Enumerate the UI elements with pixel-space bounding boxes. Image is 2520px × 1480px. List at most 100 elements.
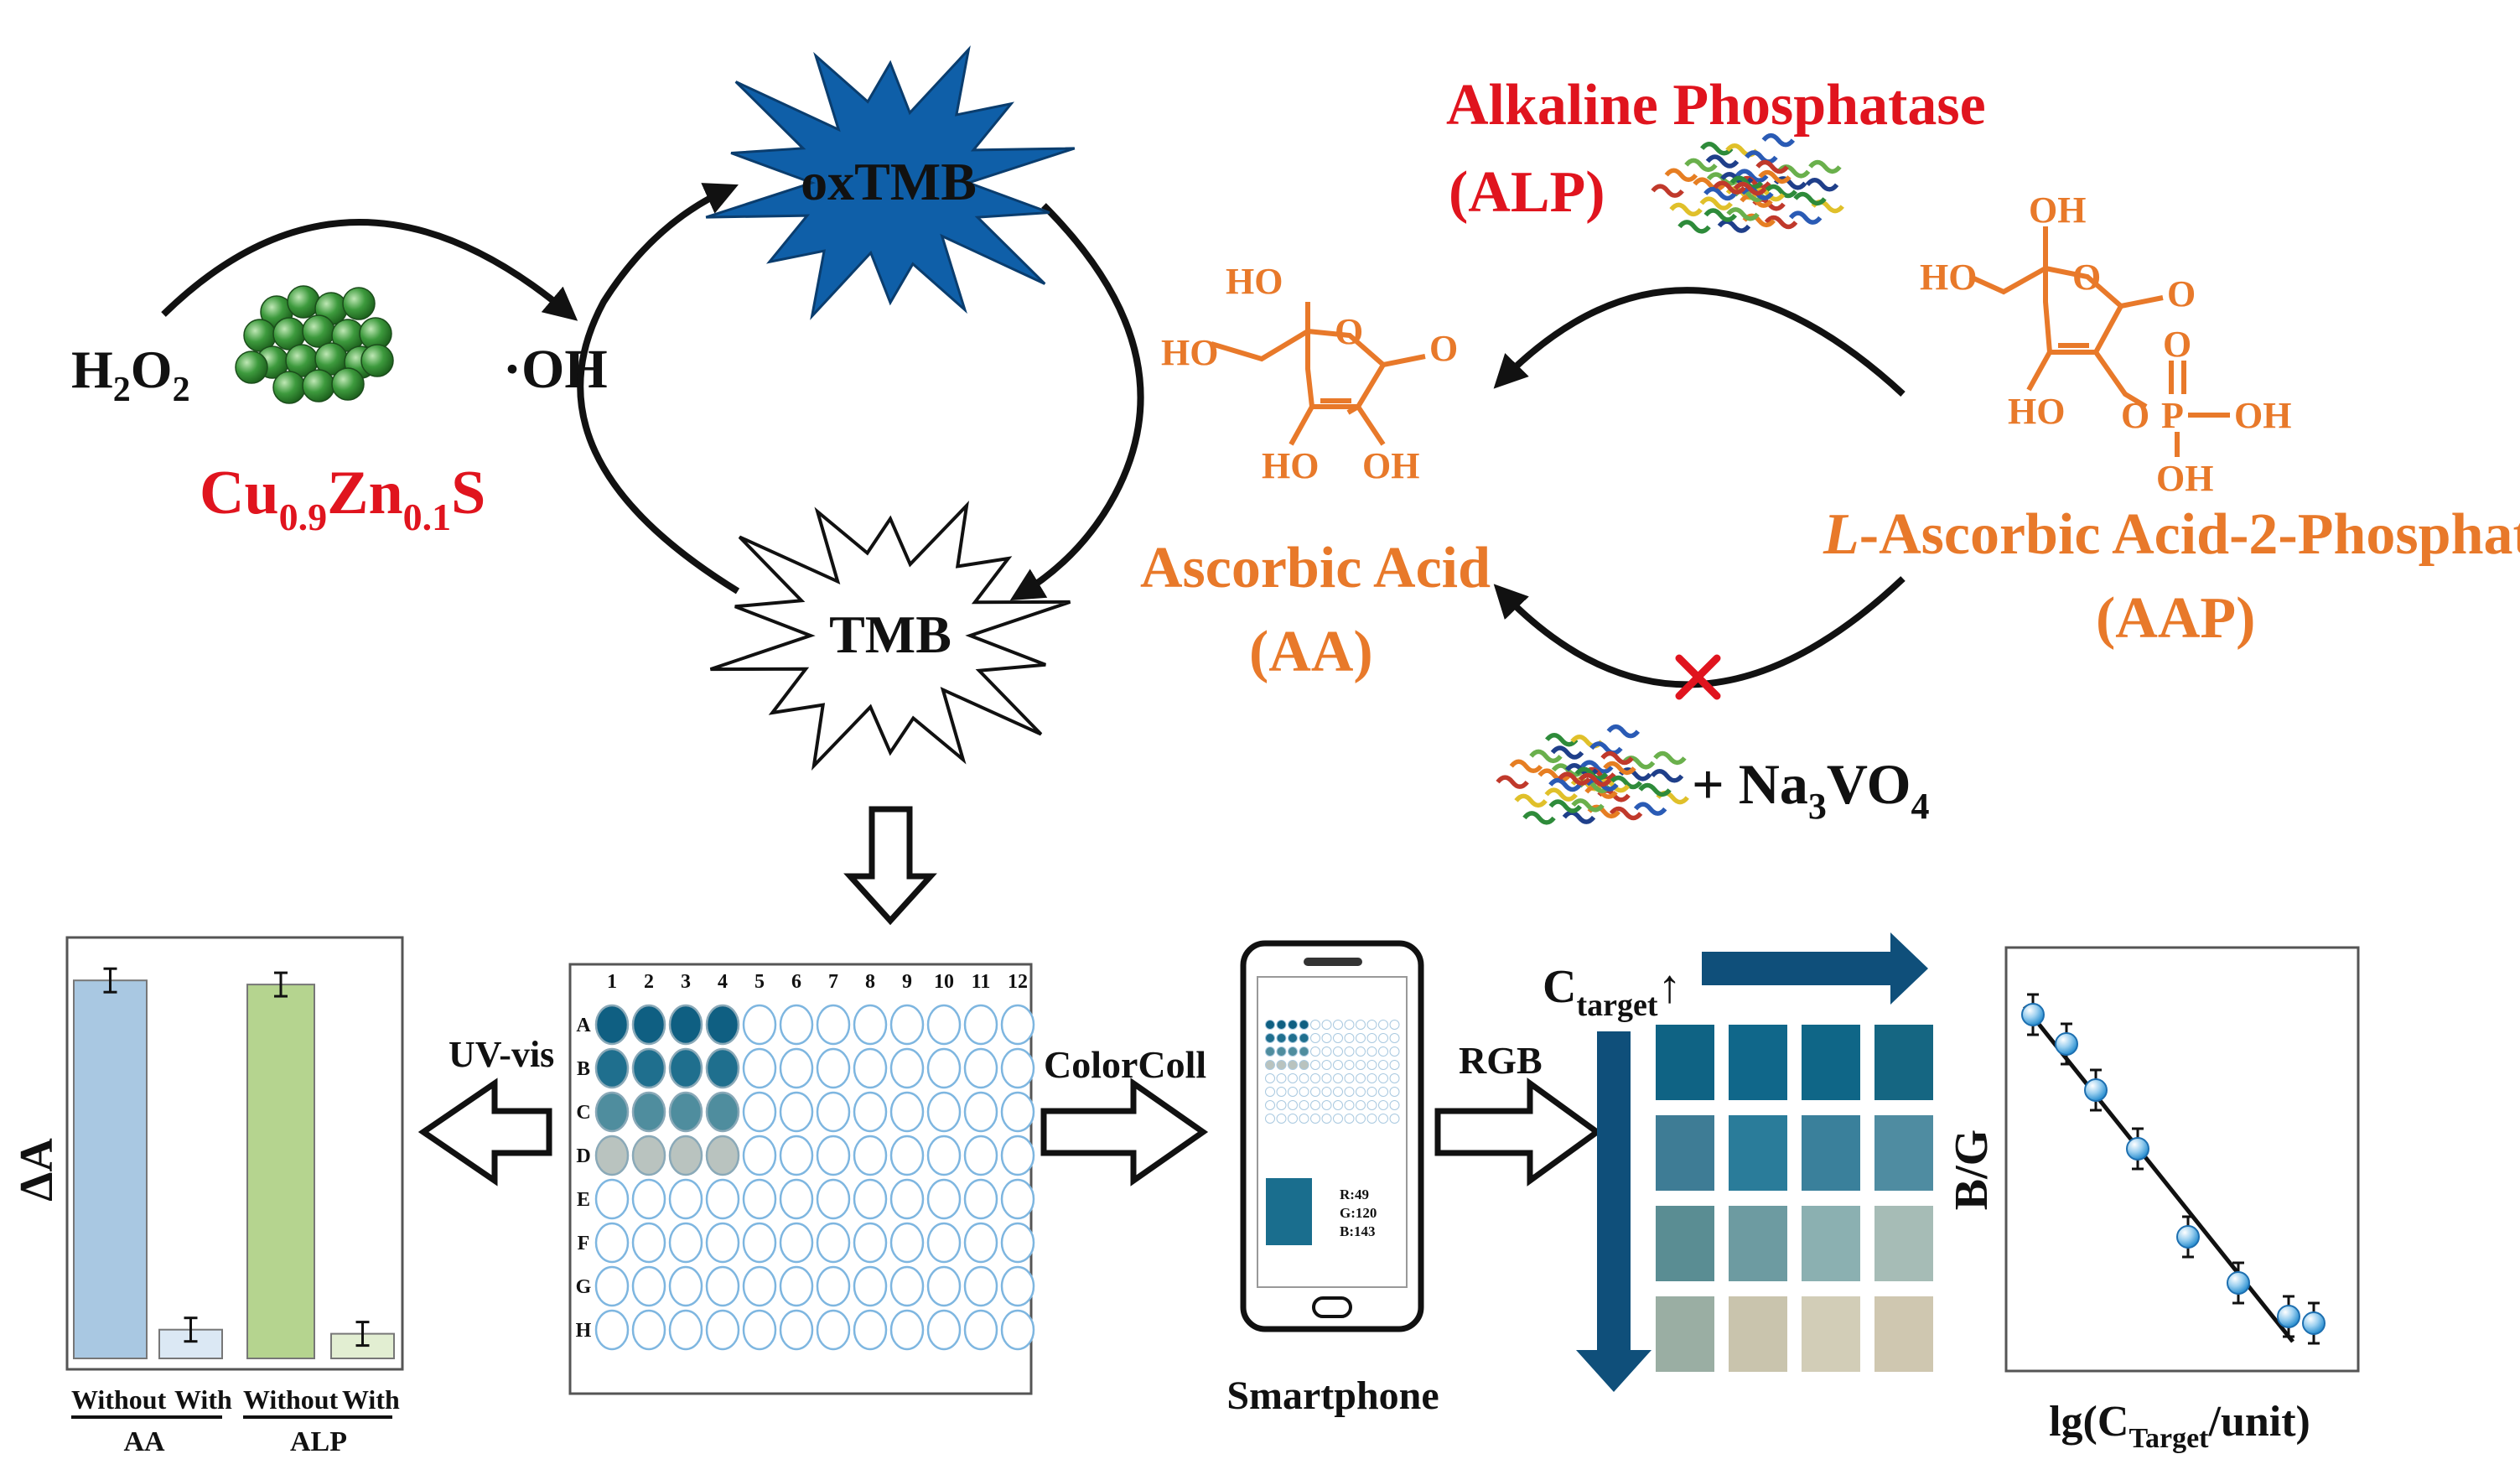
mini-well-3-3	[1299, 1060, 1309, 1070]
well-A5	[742, 1004, 777, 1046]
well-C7	[816, 1091, 851, 1133]
smartphone-home-button	[1312, 1296, 1352, 1318]
well-H4	[705, 1309, 740, 1351]
well-A8	[853, 1004, 888, 1046]
protein-strand-24	[1764, 215, 1798, 230]
well-A7	[816, 1004, 851, 1046]
mini-well-7-5	[1321, 1114, 1332, 1124]
aap-oh-p: OH	[2234, 395, 2291, 436]
alp-abbr: (ALP)	[1449, 160, 1605, 225]
mini-well-4-3	[1299, 1073, 1309, 1083]
well-G9	[889, 1265, 925, 1307]
plate-col-5: 5	[754, 971, 765, 993]
aap-o-ring: O	[2072, 257, 2101, 298]
color-cell-3-0	[1656, 1296, 1714, 1372]
mini-well-4-4	[1310, 1073, 1320, 1083]
protein-strand-7	[1545, 732, 1579, 747]
well-G6	[779, 1265, 814, 1307]
well-F3	[668, 1222, 703, 1264]
color-cell-1-1	[1729, 1115, 1787, 1191]
aa-ho-bottom: HO	[1262, 445, 1319, 486]
color-cell-2-2	[1802, 1206, 1860, 1281]
mini-well-5-7	[1344, 1087, 1355, 1097]
mini-well-7-6	[1333, 1114, 1343, 1124]
mini-well-0-9	[1366, 1020, 1377, 1030]
well-C4	[705, 1091, 740, 1133]
well-F11	[963, 1222, 998, 1264]
well-G10	[926, 1265, 962, 1307]
well-A10	[926, 1004, 962, 1046]
protein-strand-35	[1522, 811, 1556, 825]
rgb-hollow-arrow	[1434, 1078, 1602, 1187]
plate-row-C: C	[576, 1102, 590, 1124]
protein-strand-34	[1805, 178, 1839, 192]
mini-well-5-11	[1389, 1087, 1400, 1097]
well-H10	[926, 1309, 962, 1351]
mini-well-6-6	[1333, 1100, 1343, 1110]
bar-chart-ylabel: ΔA	[11, 1138, 63, 1202]
well-G5	[742, 1265, 777, 1307]
aa-ho-top: HO	[1226, 261, 1283, 302]
well-F2	[631, 1222, 666, 1264]
protein-strand-41	[1550, 745, 1584, 760]
protein-strand-28	[1574, 766, 1609, 781]
group1-label-without: Without	[71, 1384, 167, 1415]
protein-strand-22	[1699, 196, 1733, 210]
mini-well-2-10	[1378, 1046, 1388, 1057]
mini-well-5-3	[1299, 1087, 1309, 1097]
mini-well-6-7	[1344, 1100, 1355, 1110]
plate-col-9: 9	[902, 971, 912, 993]
mini-well-2-6	[1333, 1046, 1343, 1057]
well-G1	[594, 1265, 630, 1307]
aa-o-ring: O	[1335, 311, 1363, 352]
mini-well-2-9	[1366, 1046, 1377, 1057]
well-H11	[963, 1309, 998, 1351]
mini-well-5-1	[1276, 1087, 1287, 1097]
protein-strand-39	[1603, 761, 1636, 776]
well-D2	[631, 1135, 666, 1176]
mini-well-4-5	[1321, 1073, 1332, 1083]
plate-col-1: 1	[607, 971, 617, 993]
mini-well-6-0	[1265, 1100, 1275, 1110]
well-D9	[889, 1135, 925, 1176]
mini-well-0-6	[1333, 1020, 1343, 1030]
scatter-ylabel: B/G	[1946, 1129, 1998, 1210]
mini-well-5-2	[1288, 1087, 1298, 1097]
protein-strand-39	[1758, 169, 1791, 184]
mini-well-4-6	[1333, 1073, 1343, 1083]
color-cell-1-0	[1656, 1115, 1714, 1191]
protein-strand-23	[1745, 150, 1778, 164]
nanoparticle-14	[302, 369, 335, 402]
mini-well-5-6	[1333, 1087, 1343, 1097]
plate-col-11: 11	[972, 971, 991, 993]
protein-strand-33	[1684, 158, 1718, 173]
protein-strand-23	[1589, 741, 1623, 756]
data-point-7	[2302, 1311, 2326, 1335]
well-B9	[889, 1047, 925, 1089]
aap-abbr: (AAP)	[2096, 586, 2255, 651]
alp-protein-icon	[1651, 132, 1844, 234]
protein-strand-30	[1703, 186, 1737, 201]
protein-strand-25	[1509, 759, 1543, 774]
smartphone-mini-plate	[1265, 1020, 1400, 1124]
color-cell-3-1	[1729, 1296, 1787, 1372]
protein-strand-21	[1764, 184, 1797, 199]
protein-strand-45	[1578, 772, 1612, 787]
mini-well-2-0	[1265, 1046, 1275, 1057]
mini-well-7-3	[1299, 1114, 1309, 1124]
mini-well-6-1	[1276, 1100, 1287, 1110]
protein-strand-33	[1529, 749, 1563, 764]
mini-well-7-7	[1344, 1114, 1355, 1124]
mini-well-0-7	[1344, 1020, 1355, 1030]
data-point-3	[2126, 1137, 2149, 1161]
mini-well-0-5	[1321, 1020, 1332, 1030]
mini-well-4-0	[1265, 1073, 1275, 1083]
mini-well-6-11	[1389, 1100, 1400, 1110]
protein-strand-6	[1717, 219, 1751, 233]
nanoparticle-13	[272, 371, 306, 404]
well-H7	[816, 1309, 851, 1351]
horizontal-gradient-arrow	[1702, 932, 1928, 1005]
well-G2	[631, 1265, 666, 1307]
aap-o-p: O	[2163, 324, 2191, 365]
protein-strand-38	[1558, 771, 1591, 786]
